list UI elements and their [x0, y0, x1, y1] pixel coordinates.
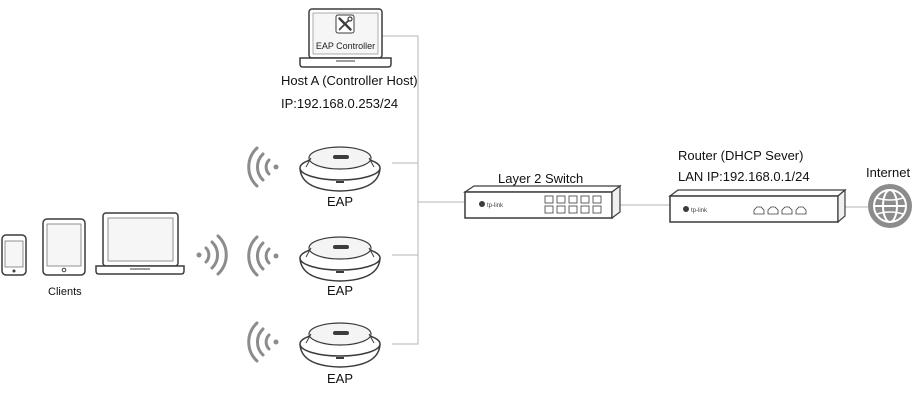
- router-ports: [753, 206, 807, 215]
- eap-device-2: [299, 236, 381, 282]
- host-laptop-base: [299, 57, 392, 68]
- eap-2-label: EAP: [327, 283, 354, 298]
- router-brand-text: tp-link: [691, 208, 708, 214]
- link-eap3-to-bus: [392, 202, 419, 345]
- connection-lines: [382, 35, 868, 345]
- eap-device-1: [299, 146, 381, 192]
- host-laptop: EAP Controller: [299, 8, 392, 68]
- client-tablet: [42, 218, 86, 276]
- client-phone: [1, 234, 27, 276]
- client-laptop: [95, 212, 185, 275]
- globe-icon: [868, 184, 912, 228]
- layer2-switch: tp-link: [463, 184, 622, 220]
- eap-device-3: [299, 322, 381, 368]
- switch-brand-text: tp-link: [487, 203, 504, 209]
- switch-label: Layer 2 Switch: [498, 171, 584, 186]
- link-host-to-bus: [382, 35, 419, 202]
- clients-label: Clients: [48, 286, 82, 298]
- router: tp-link: [668, 188, 847, 224]
- eap-1-wifi-icon: [247, 146, 279, 188]
- eap-1-label: EAP: [327, 194, 354, 209]
- host-name-label: Host A (Controller Host): [281, 73, 418, 88]
- router-name-label: Router (DHCP Sever): [678, 148, 804, 163]
- wrench-screwdriver-icon: [335, 14, 355, 34]
- clients-wifi-icon: [196, 234, 228, 276]
- eap-2-wifi-icon: [247, 235, 279, 277]
- eap-3-label: EAP: [327, 371, 354, 386]
- host-ip-label: IP:192.168.0.253/24: [281, 96, 399, 111]
- eap-3-wifi-icon: [247, 321, 279, 363]
- host-screen-text: EAP Controller: [316, 41, 375, 51]
- router-ip-label: LAN IP:192.168.0.1/24: [678, 169, 810, 184]
- switch-ports: [544, 195, 602, 214]
- internet-label: Internet: [866, 165, 911, 180]
